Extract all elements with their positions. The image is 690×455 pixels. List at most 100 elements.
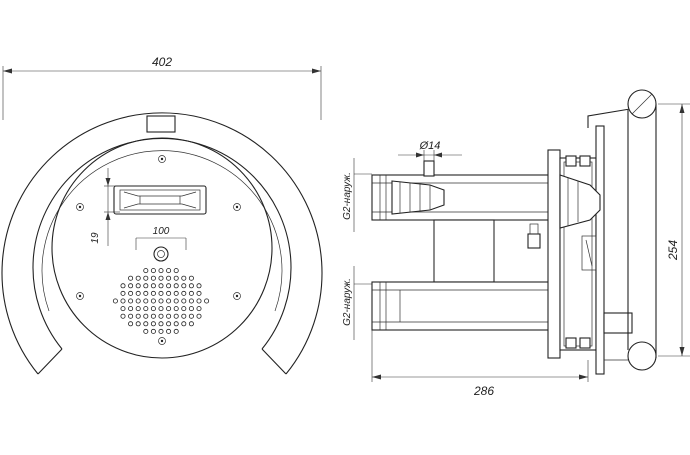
upper-pipe — [371, 160, 551, 221]
middle-connector — [433, 219, 541, 283]
grille-hole — [120, 306, 126, 312]
grille-hole — [181, 321, 187, 327]
grille-hole — [173, 268, 179, 274]
side-view: Ø14 G2-наруж. G2-наруж. — [342, 89, 690, 398]
grille-hole — [150, 290, 156, 296]
grille-hole — [128, 313, 134, 319]
offset-vertical-dimension: 19 — [90, 168, 120, 246]
grille-hole — [173, 298, 179, 304]
body-length-dimension: 286 — [371, 330, 589, 398]
ring-band — [41, 150, 283, 312]
rail-spacing-dimension: 254 — [658, 103, 690, 357]
nozzle-diameter-label: Ø14 — [419, 140, 441, 152]
grille-hole — [173, 290, 179, 296]
grille-hole — [150, 313, 156, 319]
grille-hole — [173, 283, 179, 289]
front-flange — [547, 125, 633, 375]
grille-hole — [188, 283, 194, 289]
grille-hole — [196, 306, 202, 312]
grille-hole — [173, 275, 179, 281]
grille-hole — [143, 298, 149, 304]
grille-hole — [120, 290, 126, 296]
grille-hole — [173, 313, 179, 319]
grille-hole — [150, 298, 156, 304]
handrail — [587, 89, 657, 371]
grille-hole — [166, 283, 172, 289]
rail-spacing-label: 254 — [666, 240, 680, 261]
grille-hole — [188, 321, 194, 327]
grille-hole — [120, 298, 126, 304]
grille-hole — [158, 268, 164, 274]
grille-hole — [158, 306, 164, 312]
grille-hole — [158, 275, 164, 281]
grille-hole — [158, 313, 164, 319]
grille-hole — [135, 283, 141, 289]
grille-hole — [181, 313, 187, 319]
grille-hole — [120, 283, 126, 289]
grille-hole — [158, 328, 164, 334]
grille-hole — [188, 306, 194, 312]
grille-hole — [166, 306, 172, 312]
lower-thread-label: G2-наруж. — [342, 278, 353, 326]
nozzle-slot — [113, 185, 207, 215]
grille-hole — [143, 290, 149, 296]
grille-hole — [120, 313, 126, 319]
grille-hole — [173, 321, 179, 327]
grille-holes — [112, 268, 210, 334]
grille-hole — [181, 283, 187, 289]
grille-hole — [166, 313, 172, 319]
front-view: 402 — [1, 55, 323, 375]
grille-hole — [196, 298, 202, 304]
grille-hole — [188, 298, 194, 304]
grille-hole — [196, 290, 202, 296]
overall-width-dimension: 402 — [2, 55, 322, 120]
grille-hole — [173, 306, 179, 312]
grille-hole — [166, 275, 172, 281]
grille-hole — [143, 313, 149, 319]
grille-hole — [135, 275, 141, 281]
grille-hole — [158, 298, 164, 304]
grille-hole — [150, 321, 156, 327]
grille-hole — [166, 321, 172, 327]
grille-hole — [188, 275, 194, 281]
grille-hole — [128, 306, 134, 312]
grille-hole — [166, 268, 172, 274]
offset-vertical-label: 19 — [90, 232, 101, 244]
upper-thread-label: G2-наруж. — [342, 172, 353, 220]
grille-hole — [181, 306, 187, 312]
overall-width-label: 402 — [152, 55, 172, 69]
lower-pipe — [371, 281, 551, 331]
grille-hole — [158, 283, 164, 289]
grille-hole — [166, 298, 172, 304]
grille-hole — [135, 298, 141, 304]
grille-hole — [135, 313, 141, 319]
grille-hole — [135, 306, 141, 312]
body-length-label: 286 — [473, 384, 494, 398]
top-notch — [146, 115, 176, 133]
grille-hole — [143, 268, 149, 274]
grille-hole — [150, 268, 156, 274]
grille-hole — [143, 283, 149, 289]
grille-hole — [150, 328, 156, 334]
upper-thread-callout: G2-наруж. — [342, 158, 372, 232]
grille-hole — [173, 328, 179, 334]
grille-hole — [181, 298, 187, 304]
outer-ring — [1, 112, 323, 375]
offset-horizontal-dimension: 100 — [135, 226, 187, 250]
grille-hole — [143, 275, 149, 281]
grille-hole — [150, 275, 156, 281]
grille-hole — [128, 283, 134, 289]
grille-hole — [204, 298, 210, 304]
mounting-screws — [76, 155, 241, 345]
grille-hole — [166, 328, 172, 334]
grille-hole — [158, 321, 164, 327]
grille-hole — [143, 306, 149, 312]
grille-hole — [112, 298, 118, 304]
grille-hole — [181, 275, 187, 281]
grille-hole — [128, 321, 134, 327]
nozzle-diameter-dimension: Ø14 — [398, 140, 462, 162]
grille-hole — [128, 275, 134, 281]
grille-hole — [135, 290, 141, 296]
grille-hole — [128, 298, 134, 304]
